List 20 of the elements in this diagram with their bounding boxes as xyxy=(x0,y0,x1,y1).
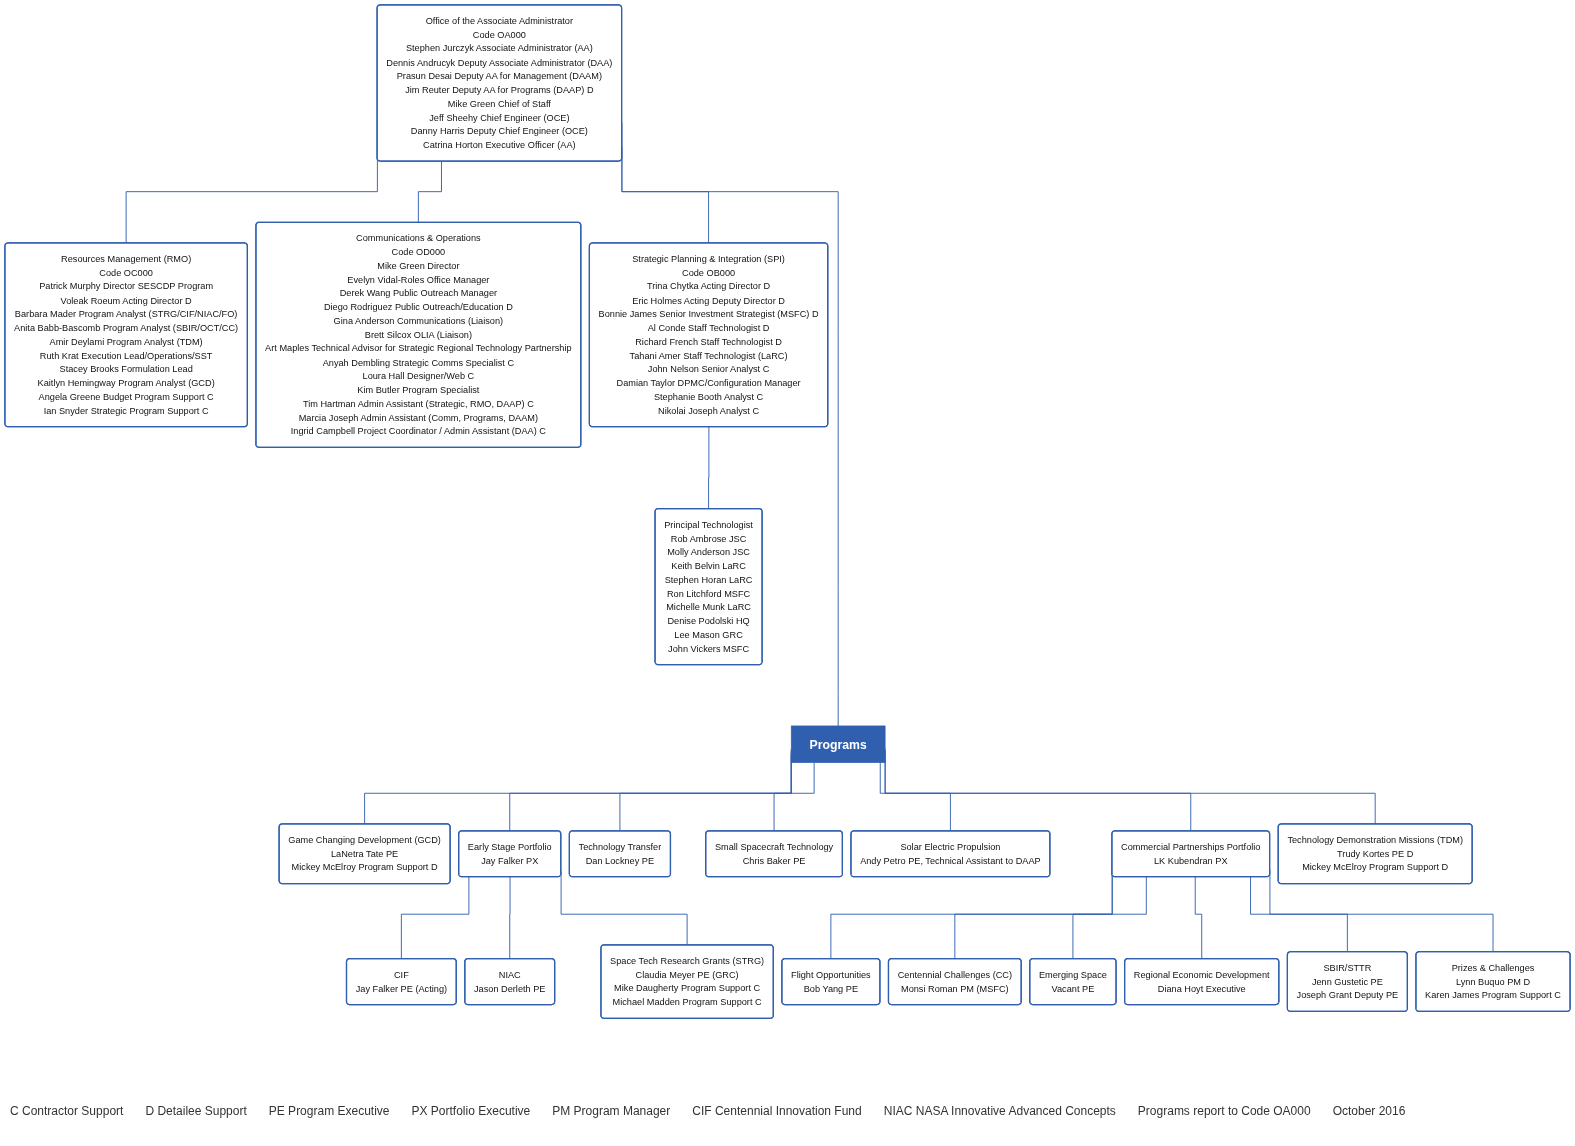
note-text: D Detailee Support xyxy=(145,1104,247,1118)
connector xyxy=(1072,876,1147,960)
connector xyxy=(509,876,511,960)
note-text: PE Program Executive xyxy=(268,1104,390,1118)
connector xyxy=(879,762,952,832)
connector xyxy=(773,762,815,832)
connector xyxy=(1250,876,1349,953)
note-text: PM Program Manager xyxy=(552,1104,671,1118)
connector xyxy=(417,160,442,224)
connector xyxy=(708,426,710,510)
note-text: PX Portfolio Executive xyxy=(411,1104,531,1118)
node-box: Programs xyxy=(790,725,886,763)
connector xyxy=(954,873,1113,960)
note-text: October 2016 xyxy=(1332,1104,1406,1118)
note-text: C Contractor Support xyxy=(10,1104,124,1118)
connector xyxy=(1194,876,1203,960)
connector xyxy=(400,876,470,960)
note-text: CIF Centennial Innovation Fund xyxy=(692,1104,862,1118)
note-text: Programs report to Code OA000 xyxy=(1137,1104,1311,1118)
note-text: NIAC NASA Innovative Advanced Concepts xyxy=(883,1104,1116,1118)
